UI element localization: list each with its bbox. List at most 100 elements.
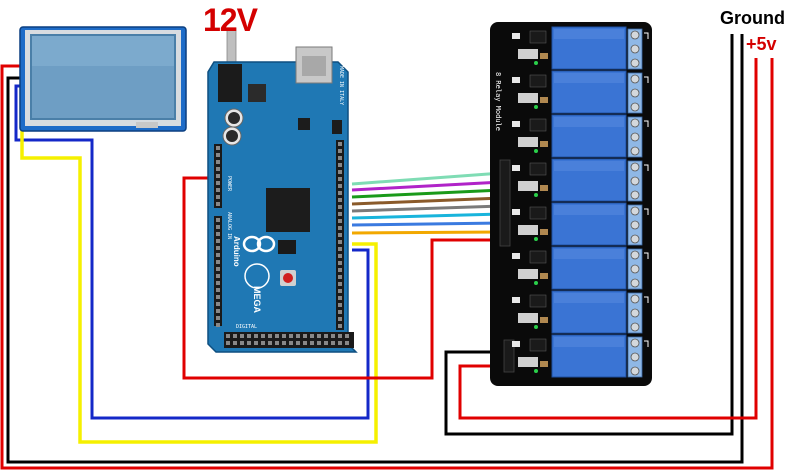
header-pin bbox=[261, 341, 265, 345]
header-pin bbox=[282, 334, 286, 338]
header-pin bbox=[338, 170, 342, 174]
header-pin bbox=[317, 334, 321, 338]
wire-blue-display-rx bbox=[14, 84, 370, 420]
header-pin bbox=[216, 295, 220, 299]
header-pin bbox=[216, 181, 220, 185]
arduino-logo-icon bbox=[242, 235, 276, 253]
header-pin bbox=[216, 302, 220, 306]
signal-wires bbox=[351, 171, 503, 235]
header-pin bbox=[324, 341, 328, 345]
header-pin bbox=[296, 334, 300, 338]
header-pin bbox=[338, 163, 342, 167]
header-pin bbox=[275, 334, 279, 338]
header-pin bbox=[247, 341, 251, 345]
wire-red-arduino-5v bbox=[182, 176, 502, 380]
header-pin bbox=[338, 289, 342, 293]
header-pin bbox=[338, 233, 342, 237]
header-pin bbox=[338, 212, 342, 216]
header-pin bbox=[289, 334, 293, 338]
header-pin bbox=[216, 309, 220, 313]
signal-wire-8 bbox=[351, 230, 503, 235]
header-pin bbox=[303, 341, 307, 345]
signal-wire-1 bbox=[351, 171, 503, 186]
header-pin bbox=[338, 310, 342, 314]
header-pin bbox=[268, 334, 272, 338]
header-pin bbox=[338, 205, 342, 209]
relay-channel bbox=[512, 246, 649, 290]
header-pin bbox=[275, 341, 279, 345]
wire-black-relay-gnd bbox=[444, 34, 734, 436]
header-pin bbox=[338, 149, 342, 153]
header-pin bbox=[268, 341, 272, 345]
relay-channel bbox=[512, 290, 649, 334]
header-pin bbox=[216, 232, 220, 236]
header-pin bbox=[310, 334, 314, 338]
ground-rail-label: Ground bbox=[720, 8, 785, 28]
arduino-model-text: MEGA bbox=[252, 286, 262, 314]
header-pin bbox=[338, 156, 342, 160]
header-pin bbox=[338, 247, 342, 251]
signal-wire-6 bbox=[351, 212, 503, 220]
header-pin bbox=[345, 341, 349, 345]
header-pin bbox=[216, 153, 220, 157]
header-pin bbox=[216, 323, 220, 327]
header-pin bbox=[216, 316, 220, 320]
header-pin bbox=[303, 334, 307, 338]
header-pin bbox=[338, 275, 342, 279]
relay-channel bbox=[512, 26, 649, 70]
header-pin bbox=[216, 253, 220, 257]
signal-wire-5 bbox=[351, 204, 503, 213]
header-pin bbox=[338, 184, 342, 188]
relay-channel bbox=[512, 158, 649, 202]
header-pin bbox=[216, 239, 220, 243]
header-pin bbox=[233, 341, 237, 345]
header-pin bbox=[282, 341, 286, 345]
header-pin bbox=[331, 334, 335, 338]
power-header-label: POWER bbox=[226, 176, 232, 192]
header-pin bbox=[338, 334, 342, 338]
digital-header-label: DIGITAL bbox=[236, 324, 257, 330]
header-pin bbox=[216, 260, 220, 264]
header-pin bbox=[247, 334, 251, 338]
header-pin bbox=[338, 142, 342, 146]
eight-relay-module: 8 Relay Module bbox=[490, 22, 652, 386]
plus-5v-rail-label: +5v bbox=[746, 34, 777, 54]
header-pin bbox=[338, 219, 342, 223]
signal-wire-3 bbox=[351, 188, 503, 199]
arduino-mega-board: MEGA Arduino POWER ANALOG IN DIGITAL MAD… bbox=[207, 46, 507, 353]
header-pin bbox=[216, 202, 220, 206]
header-pin bbox=[338, 226, 342, 230]
signal-wire-2 bbox=[351, 180, 503, 192]
header-pin bbox=[240, 341, 244, 345]
header-pin bbox=[338, 303, 342, 307]
analog-header-label: ANALOG IN bbox=[226, 212, 232, 239]
header-pin bbox=[324, 334, 328, 338]
relay-channel bbox=[512, 114, 649, 158]
header-pin bbox=[331, 341, 335, 345]
header-pin bbox=[338, 177, 342, 181]
header-pin bbox=[226, 341, 230, 345]
arduino-logo-text: Arduino bbox=[232, 236, 241, 267]
relay-channel bbox=[512, 202, 649, 246]
header-pin bbox=[216, 174, 220, 178]
header-pin bbox=[338, 254, 342, 258]
header-pin bbox=[317, 341, 321, 345]
header-pin bbox=[338, 268, 342, 272]
header-pin bbox=[254, 334, 258, 338]
relay-channel bbox=[512, 70, 649, 114]
header-pin bbox=[338, 341, 342, 345]
made-in-label: MADE IN ITALY bbox=[338, 66, 344, 105]
supply-12v-label: 12V bbox=[203, 2, 258, 38]
header-pin bbox=[216, 188, 220, 192]
signal-wire-4 bbox=[351, 196, 503, 206]
relay-channels bbox=[512, 26, 649, 378]
header-pin bbox=[216, 195, 220, 199]
header-pin bbox=[338, 296, 342, 300]
header-pin bbox=[216, 218, 220, 222]
header-pin bbox=[296, 341, 300, 345]
signal-wire-7 bbox=[351, 221, 503, 227]
header-pin bbox=[226, 334, 230, 338]
header-pin bbox=[338, 191, 342, 195]
header-pin bbox=[261, 334, 265, 338]
